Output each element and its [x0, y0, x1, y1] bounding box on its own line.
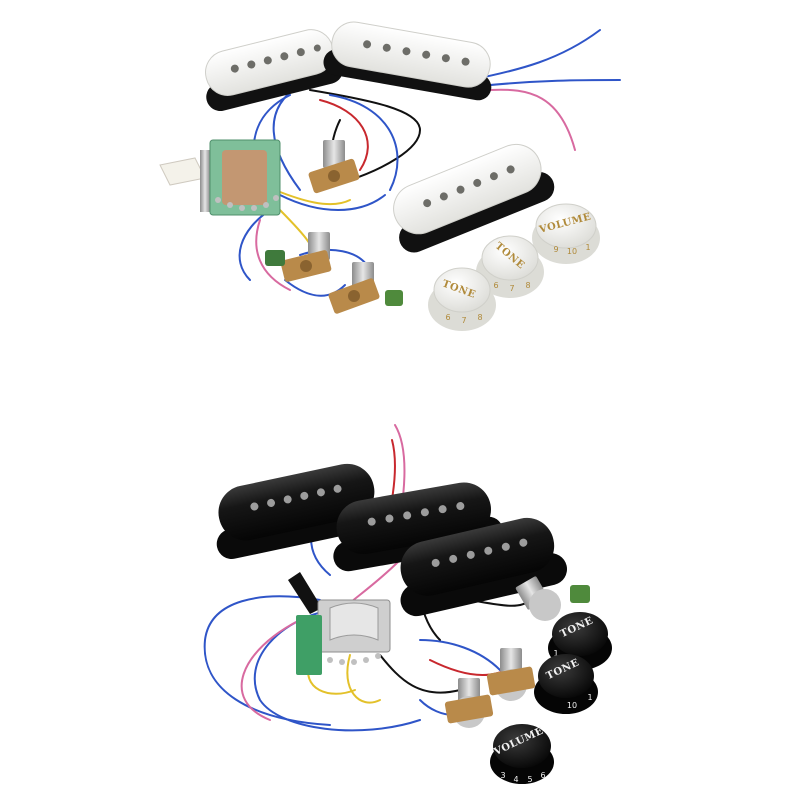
black-set-switch	[288, 572, 391, 675]
svg-text:7: 7	[461, 316, 466, 325]
svg-text:10: 10	[567, 701, 577, 710]
svg-text:3: 3	[500, 771, 505, 780]
svg-text:1: 1	[585, 243, 590, 252]
svg-text:6: 6	[540, 771, 545, 780]
svg-text:4: 4	[513, 775, 518, 784]
black-set-pot-left	[444, 678, 494, 728]
white-pickup-front	[393, 143, 555, 253]
white-pickup-left	[205, 29, 343, 111]
white-set-switch	[159, 139, 281, 216]
svg-text:7: 7	[509, 284, 514, 293]
black-knob-volume: VOLUME 3 4 5 6	[490, 724, 554, 784]
white-pickup-set: VOLUME 9 10 1 TONE 6 7 8 TONE 6 7 8	[159, 21, 621, 331]
white-knob-tone-1: TONE 6 7 8	[476, 235, 544, 298]
white-knob-tone-2: TONE 6 7 8	[428, 267, 496, 331]
white-pickup-middle	[323, 21, 492, 101]
svg-text:6: 6	[493, 281, 498, 290]
white-knob-volume: VOLUME 9 10 1	[532, 203, 600, 264]
svg-text:9: 9	[553, 245, 558, 254]
svg-text:1: 1	[587, 693, 592, 702]
black-knob-tone-bottom: TONE 10 1	[534, 654, 598, 714]
svg-text:8: 8	[477, 313, 482, 322]
black-set-pot-right	[515, 576, 590, 621]
svg-text:5: 5	[527, 775, 532, 784]
black-pickup-front	[400, 517, 568, 617]
black-knob-tone-top: TONE 1	[548, 612, 612, 670]
svg-text:1: 1	[553, 649, 558, 658]
svg-text:10: 10	[567, 247, 577, 256]
white-set-pot-top	[308, 140, 360, 194]
black-set-pot-middle	[486, 648, 536, 701]
svg-text:8: 8	[525, 281, 530, 290]
white-set-pot-left	[265, 232, 332, 282]
svg-text:6: 6	[445, 313, 450, 322]
black-pickup-set: TONE 1 TONE 10 1 VOLUME 3 4 5 6	[203, 424, 612, 784]
switch-tip	[288, 572, 322, 614]
white-set-pot-right	[328, 262, 403, 314]
